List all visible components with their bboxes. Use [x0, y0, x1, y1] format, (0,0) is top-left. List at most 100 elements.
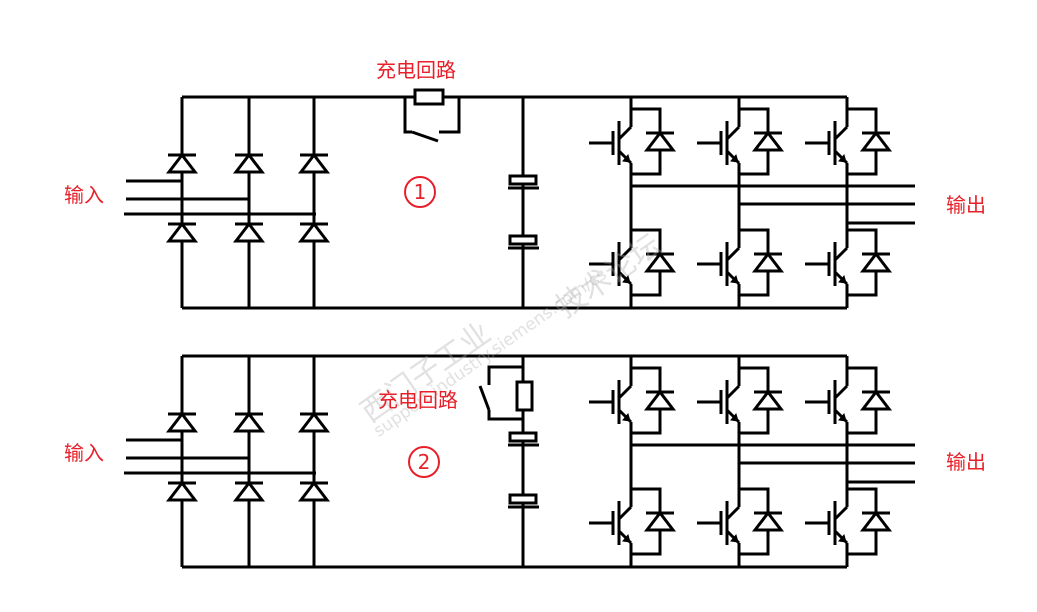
- emitter-arrow: [730, 412, 739, 422]
- bypass-switch-blade: [478, 385, 491, 411]
- diode-triangle: [297, 221, 331, 243]
- igbt-collector: [725, 246, 741, 262]
- freewheel-diode: [643, 389, 677, 411]
- rectifier-diode-upper-1: [165, 152, 199, 174]
- rectifier-diode-upper-2: [232, 411, 266, 433]
- input-label-2: 输入: [64, 441, 104, 465]
- freewheel-diode: [751, 251, 785, 273]
- dc-link-capacitors: [508, 97, 539, 308]
- igbt-lower: [805, 228, 893, 297]
- diode-triangle: [751, 389, 785, 411]
- igbt-collector: [833, 505, 849, 521]
- diode-triangle: [643, 510, 677, 532]
- igbt-lower: [697, 228, 785, 297]
- igbt-upper: [697, 366, 785, 435]
- emitter-arrow: [622, 412, 631, 422]
- rectifier-diode-lower-3: [297, 221, 331, 243]
- diode-triangle: [297, 411, 331, 433]
- rectifier-diode-lower-1: [165, 480, 199, 502]
- rectifier-diode-lower-2: [232, 221, 266, 243]
- emitter-arrow: [622, 533, 631, 543]
- inverter-leg-1: [589, 97, 915, 308]
- igbt-lower: [697, 487, 785, 556]
- igbt-lower: [589, 228, 677, 297]
- diode-triangle: [859, 510, 893, 532]
- freewheel-diode: [859, 130, 893, 152]
- rectifier-diode-lower-1: [165, 221, 199, 243]
- rectifier-diode-lower-3: [297, 480, 331, 502]
- freewheel-diode: [643, 251, 677, 273]
- igbt-lower: [589, 487, 677, 556]
- igbt-collector: [617, 384, 633, 400]
- emitter-arrow: [730, 153, 739, 163]
- freewheel-diode: [643, 510, 677, 532]
- inverter-leg-1: [589, 356, 915, 567]
- capacitor-plate: [508, 234, 538, 246]
- diode-triangle: [232, 152, 266, 174]
- charge-resistor: [515, 380, 534, 412]
- emitter-arrow: [622, 153, 631, 163]
- charge-resistor: [413, 88, 445, 106]
- emitter-arrow: [730, 533, 739, 543]
- emitter-arrow: [622, 274, 631, 284]
- charge-circuit: [403, 88, 461, 143]
- freewheel-diode: [643, 130, 677, 152]
- igbt-collector: [833, 125, 849, 141]
- emitter-arrow: [838, 533, 847, 543]
- circuit-number-1: 1: [404, 176, 436, 208]
- bypass-wire-top: [487, 365, 523, 385]
- capacitor-2: [508, 493, 539, 509]
- output-label-2: 输出: [946, 450, 986, 474]
- charge-circuit-label-1: 充电回路: [376, 58, 456, 82]
- emitter-arrow: [838, 412, 847, 422]
- capacitor-plate: [508, 493, 538, 505]
- igbt-upper: [697, 107, 785, 176]
- diode-triangle: [232, 411, 266, 433]
- igbt-lower: [805, 487, 893, 556]
- inverter-leg-2: [697, 97, 915, 308]
- emitter-arrow: [838, 274, 847, 284]
- diode-triangle: [643, 130, 677, 152]
- circuit-2: [124, 354, 915, 569]
- diode-triangle: [859, 251, 893, 273]
- capacitor-plate: [508, 431, 538, 443]
- bypass-wire-left: [403, 97, 412, 134]
- charge-circuit-label-2: 充电回路: [378, 388, 458, 412]
- diode-triangle: [859, 130, 893, 152]
- input-label-1: 输入: [64, 183, 104, 207]
- igbt-upper: [805, 366, 893, 435]
- freewheel-diode: [751, 389, 785, 411]
- rectifier-diode-upper-3: [297, 411, 331, 433]
- bypass-wire-right: [439, 97, 461, 134]
- capacitor-1: [508, 431, 539, 447]
- emitter-arrow: [730, 274, 739, 284]
- igbt-upper: [589, 366, 677, 435]
- igbt-collector: [725, 384, 741, 400]
- rectifier-diode-upper-2: [232, 152, 266, 174]
- igbt-collector: [617, 246, 633, 262]
- inverter-leg-2: [697, 356, 915, 567]
- circuit-1: [124, 88, 915, 310]
- igbt-collector: [617, 125, 633, 141]
- rectifier-diode-upper-3: [297, 152, 331, 174]
- rectifier-diode-upper-1: [165, 411, 199, 433]
- diode-triangle: [751, 251, 785, 273]
- capacitor-1: [508, 174, 539, 190]
- igbt-upper: [805, 107, 893, 176]
- diode-triangle: [297, 480, 331, 502]
- igbt-collector: [833, 246, 849, 262]
- inverter-leg-3: [805, 356, 915, 567]
- igbt-collector: [617, 505, 633, 521]
- freewheel-diode: [751, 510, 785, 532]
- igbt-upper: [589, 107, 677, 176]
- diode-triangle: [165, 480, 199, 502]
- circuit-number-2: 2: [408, 446, 440, 478]
- diode-triangle: [165, 411, 199, 433]
- emitter-arrow: [838, 153, 847, 163]
- diode-triangle: [859, 389, 893, 411]
- diode-triangle: [165, 152, 199, 174]
- igbt-collector: [833, 384, 849, 400]
- diode-triangle: [232, 221, 266, 243]
- igbt-collector: [725, 125, 741, 141]
- capacitor-plate: [508, 174, 538, 186]
